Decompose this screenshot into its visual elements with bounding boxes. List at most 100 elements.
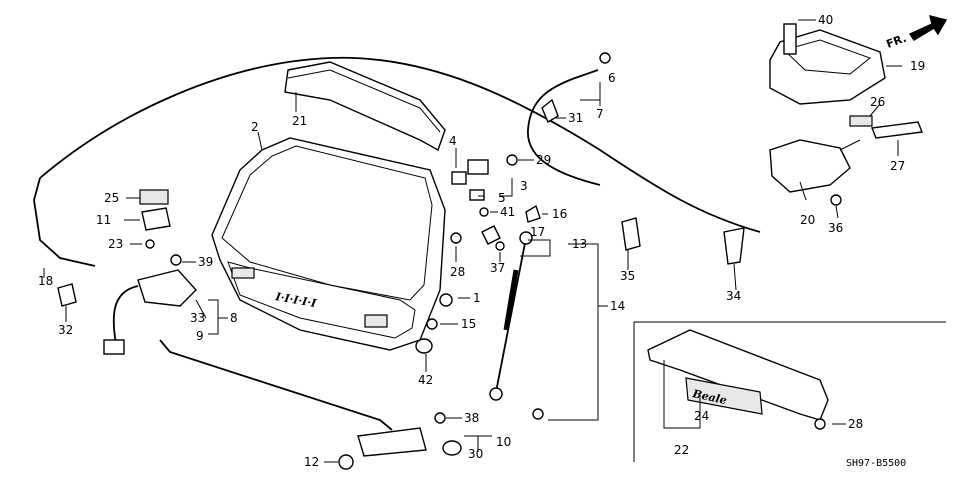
label-40: 40 xyxy=(818,13,833,27)
bracket-34 xyxy=(723,227,745,265)
label-37: 37 xyxy=(490,261,505,275)
label-26: 26 xyxy=(870,95,885,109)
label-21: 21 xyxy=(292,114,307,128)
clip-32 xyxy=(57,283,77,307)
spoiler-top xyxy=(284,61,446,152)
bolt-23 xyxy=(145,239,155,249)
fr-label: FR. xyxy=(885,32,909,51)
label-24: 24 xyxy=(694,409,709,423)
tailgate-light-left xyxy=(231,267,255,279)
tailgate-light-right xyxy=(364,314,388,328)
label-9: 9 xyxy=(196,329,204,343)
part-labels: 1 2 3 4 5 6 7 8 9 10 11 12 13 14 15 16 1… xyxy=(38,13,925,469)
label-35: 35 xyxy=(620,269,635,283)
clip-38 xyxy=(434,412,446,424)
ring-12 xyxy=(338,454,354,470)
stopper-15 xyxy=(426,318,438,330)
stopper-1 xyxy=(439,293,453,307)
hinge-a xyxy=(451,171,467,185)
cable-7 xyxy=(527,69,601,186)
label-14: 14 xyxy=(610,299,625,313)
strut-mount-top xyxy=(519,231,533,245)
bolt-37 xyxy=(495,241,505,251)
strut-mount-bottom xyxy=(489,387,503,401)
hinge-b xyxy=(467,159,489,175)
bolt-29 xyxy=(506,154,518,166)
label-36: 36 xyxy=(828,221,843,235)
plate-30 xyxy=(442,440,462,456)
latch-arm xyxy=(839,139,861,151)
grommet-6 xyxy=(599,52,611,64)
label-28-inset: 28 xyxy=(848,417,863,431)
latch-motor-8 xyxy=(137,269,197,307)
label-32: 32 xyxy=(58,323,73,337)
trim-panel-detail xyxy=(783,39,872,75)
label-15: 15 xyxy=(461,317,476,331)
bolt-36 xyxy=(830,194,842,206)
bracket-16 xyxy=(525,204,541,223)
clip-17 xyxy=(481,225,501,245)
label-1: 1 xyxy=(473,291,481,305)
label-29: 29 xyxy=(536,153,551,167)
label-6: 6 xyxy=(608,71,616,85)
inset-frame xyxy=(633,321,946,462)
label-39: 39 xyxy=(198,255,213,269)
tailgate-lower-panel xyxy=(227,261,416,339)
connector-33 xyxy=(103,339,125,355)
trim-clip-40 xyxy=(783,23,797,55)
grommet-42 xyxy=(415,338,433,354)
clip-31 xyxy=(541,98,559,124)
bracket-11 xyxy=(141,207,171,231)
label-12: 12 xyxy=(304,455,319,469)
opener-cable xyxy=(39,56,761,233)
label-22: 22 xyxy=(674,443,689,457)
pad-25 xyxy=(139,189,169,205)
tailgate-glass xyxy=(221,145,433,301)
bolt-39 xyxy=(170,254,182,266)
label-18: 18 xyxy=(38,274,53,288)
harness-33 xyxy=(112,285,139,345)
emblem-plate xyxy=(685,377,763,415)
label-16: 16 xyxy=(552,207,567,221)
label-42: 42 xyxy=(418,373,433,387)
clip-28-inset xyxy=(814,418,826,430)
label-19: 19 xyxy=(910,59,925,73)
gas-strut-rod xyxy=(503,269,519,331)
leader-lines xyxy=(43,19,902,463)
tailgate-outer xyxy=(211,137,446,351)
spoiler-top-edge xyxy=(287,69,441,133)
label-28-top: 28 xyxy=(450,265,465,279)
plate-27 xyxy=(871,121,923,139)
label-5: 5 xyxy=(498,191,506,205)
rod-9 xyxy=(159,339,393,431)
label-10: 10 xyxy=(496,435,511,449)
label-20: 20 xyxy=(800,213,815,227)
label-11: 11 xyxy=(96,213,111,227)
cylinder-10 xyxy=(357,427,427,457)
cable-left-end xyxy=(33,177,96,267)
label-33: 33 xyxy=(190,311,205,325)
strut-ball-stud xyxy=(532,408,544,420)
label-31: 31 xyxy=(568,111,583,125)
plate-26 xyxy=(849,115,873,127)
clip-28-top xyxy=(450,232,462,244)
label-13: 13 xyxy=(572,237,587,251)
latch-20 xyxy=(769,139,851,193)
label-23: 23 xyxy=(108,237,123,251)
label-3: 3 xyxy=(520,179,528,193)
part-code: SH97-B5500 xyxy=(846,458,906,469)
label-41: 41 xyxy=(500,205,515,219)
label-25: 25 xyxy=(104,191,119,205)
label-34: 34 xyxy=(726,289,741,303)
label-2: 2 xyxy=(251,120,259,134)
fr-arrow-icon xyxy=(908,15,948,41)
label-27: 27 xyxy=(890,159,905,173)
label-30: 30 xyxy=(468,447,483,461)
striker-35 xyxy=(621,217,641,251)
label-17: 17 xyxy=(530,225,545,239)
label-7: 7 xyxy=(596,107,604,121)
label-4: 4 xyxy=(449,134,457,148)
bolt-41 xyxy=(479,207,489,217)
